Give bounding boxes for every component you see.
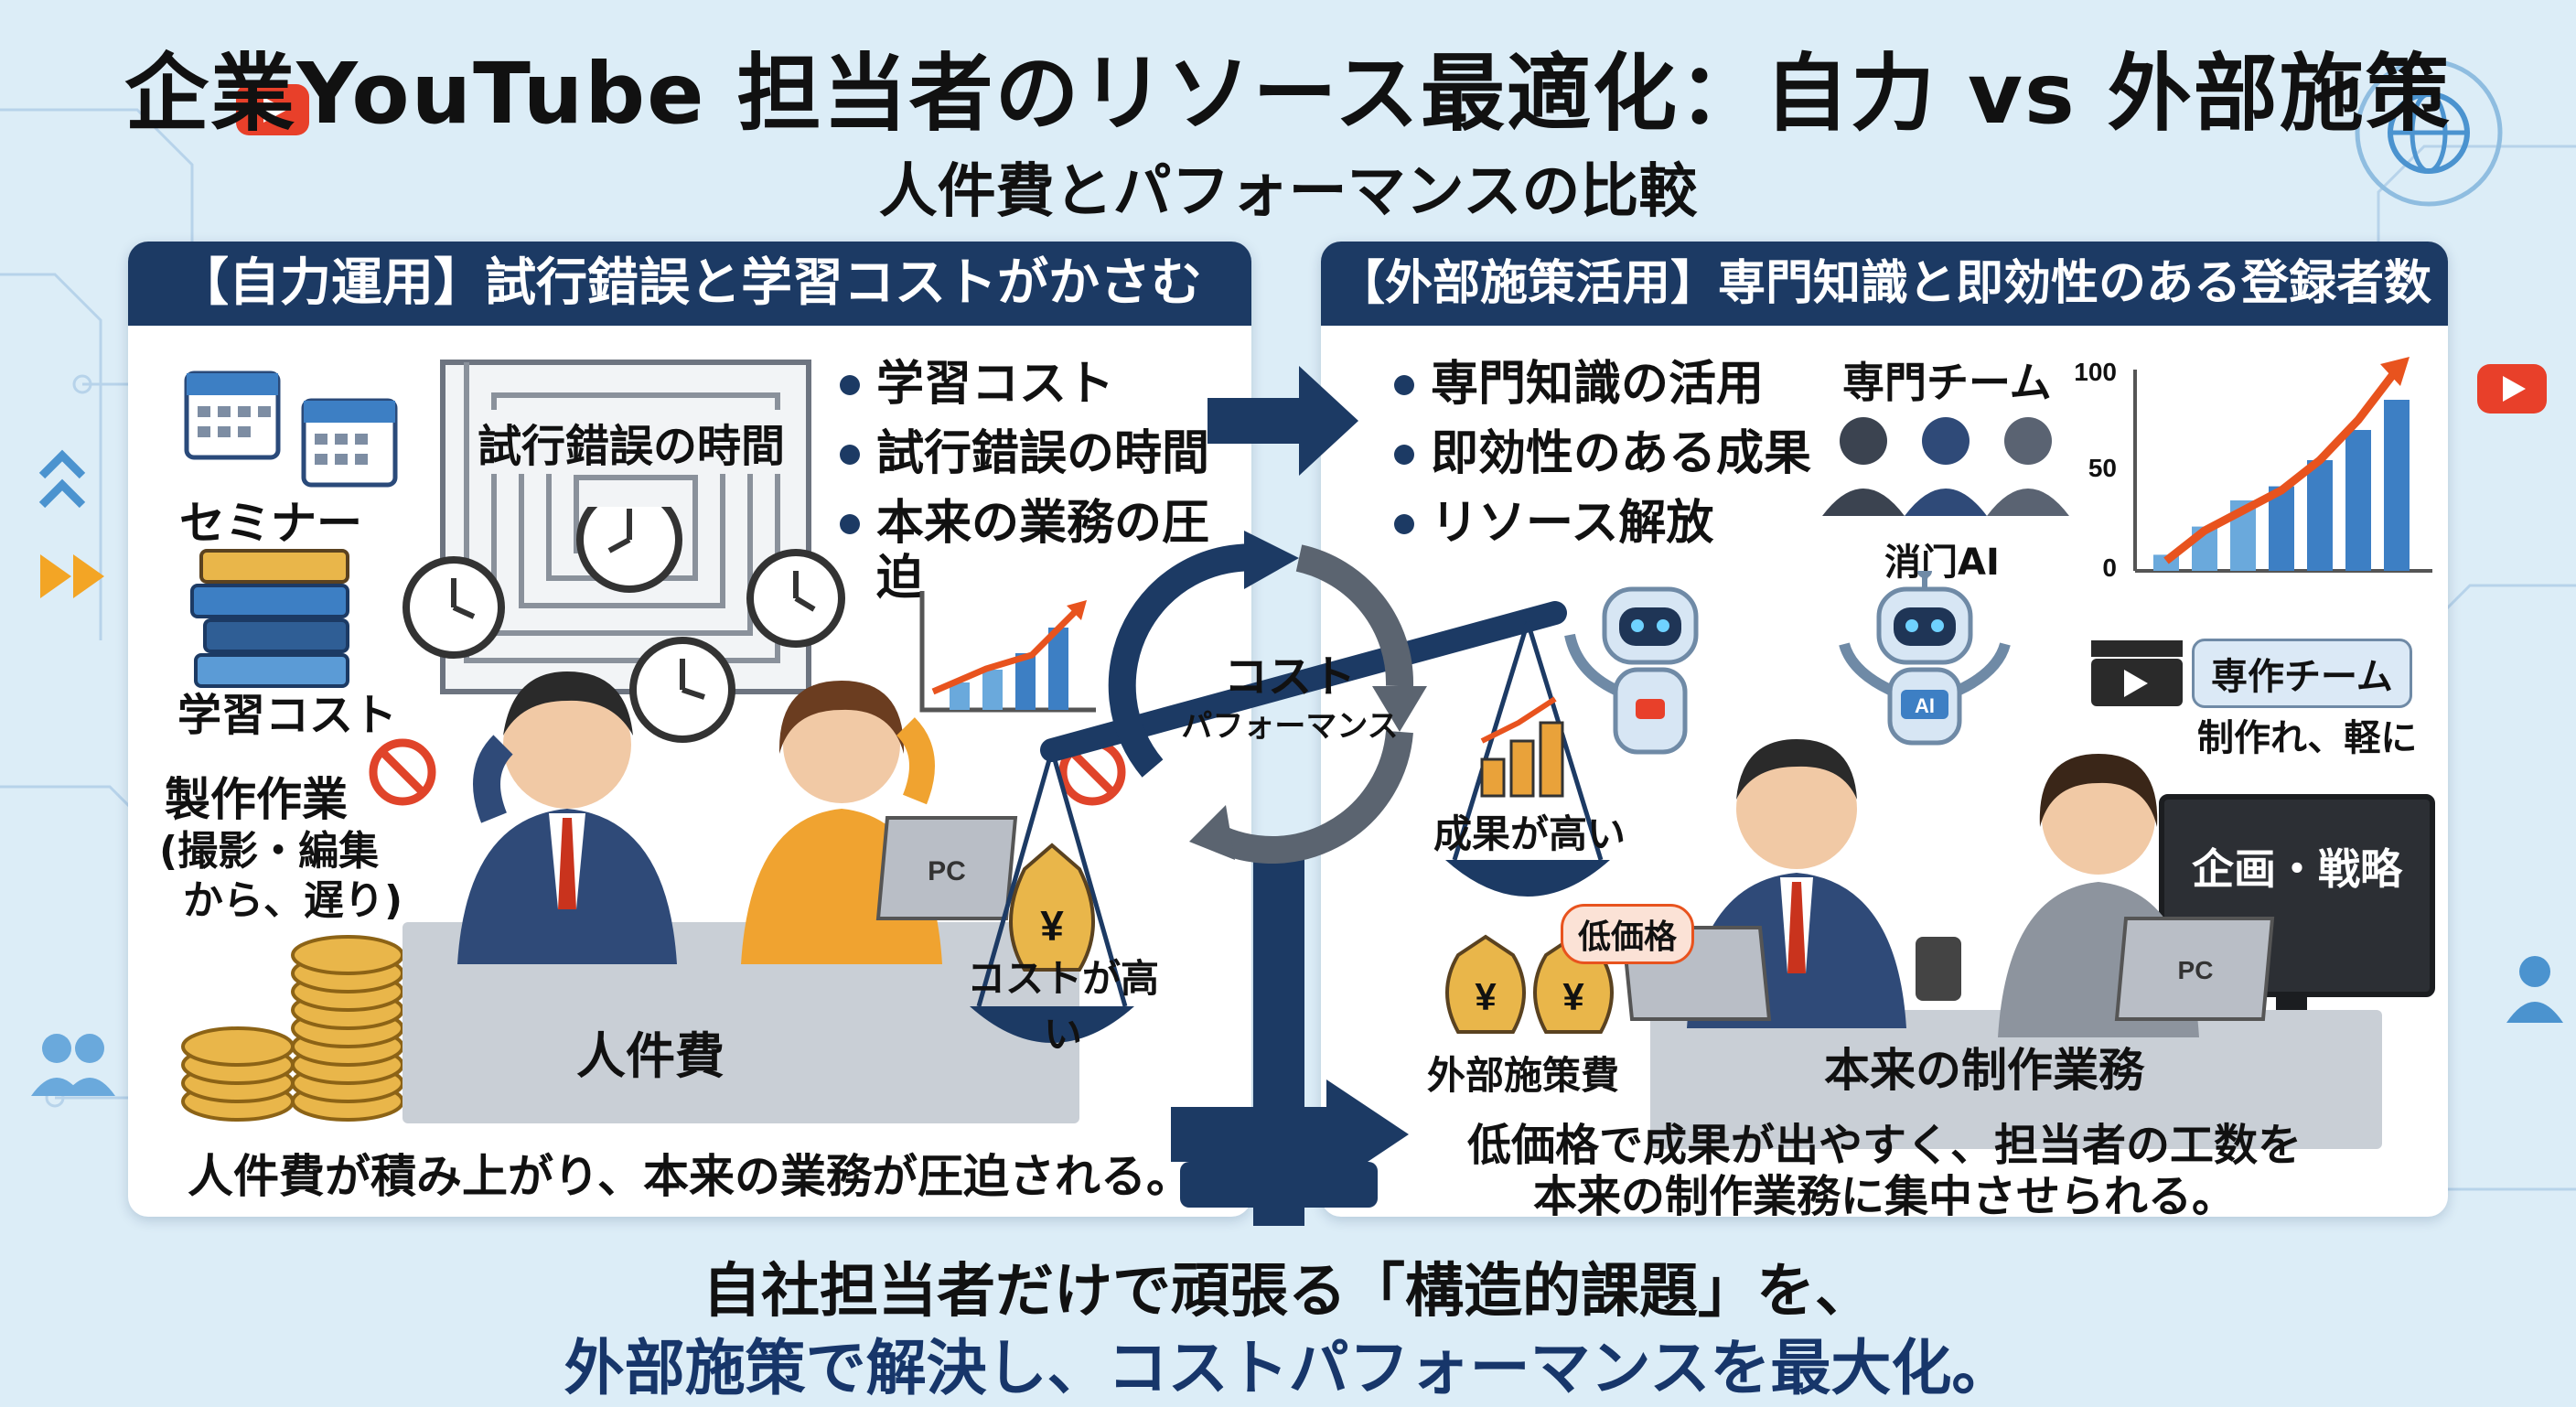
left-bullet: 本来の業務の圧迫 [840, 496, 1251, 606]
right-bullets: 専門知識の活用 即効性のある成果 リソース解放 [1394, 357, 1811, 565]
robot-badge-text: AI [1915, 694, 1935, 717]
clock-icons [402, 507, 845, 743]
chart-bar [2307, 460, 2333, 571]
speech-bubble: 専作チーム [2192, 639, 2412, 708]
globe-icon [2355, 59, 2503, 207]
right-bullet: リソース解放 [1394, 496, 1811, 551]
cycle-arrows-icon [1108, 531, 1427, 864]
left-bullets: 学習コスト 試行錯誤の時間 本来の業務の圧迫 [840, 357, 1251, 620]
right-bullet: 専門知識の活用 [1394, 357, 1811, 412]
right-footer-1: 低価格で成果が出やすく、担当者の工数を [1466, 1120, 2302, 1171]
clock-icon-2 [576, 507, 682, 593]
chart-bar [2384, 400, 2410, 571]
team-members-icon [1822, 417, 2069, 516]
chart-y-tick: 0 [2102, 553, 2117, 582]
left-panel: 【自力運用】試行錯誤と学習コストがかさむ セミナー 学習コスト 製作作業 (撮影… [128, 242, 1251, 1217]
left-bullet: 学習コスト [840, 357, 1251, 412]
chart-trend-arrowhead [2380, 357, 2410, 386]
right-panel-header: 【外部施策活用】専門知識と即効性のある登録者数増加 [1321, 242, 2448, 395]
maze-label: 試行錯誤の時間 [472, 410, 791, 474]
production-detail-2: から、遅り) [183, 877, 403, 924]
robot-icon-2: AI [1839, 571, 2011, 746]
small-growth-chart-icon [919, 591, 1096, 713]
bottom-message-2: 外部施策で解決し、コストパフォーマンスを最大化。 [564, 1333, 2012, 1403]
right-panel: 【外部施策活用】専門知識と即効性のある登録者数増加 専門知識の活用 即効性のある… [1321, 242, 2448, 1217]
yen-symbol-center: ¥ [1040, 902, 1064, 950]
speech-bubble-sub: 制作れ、軽に [2197, 717, 2418, 759]
clock-icon-4 [629, 637, 735, 743]
growth-chart: 100 50 0 [2074, 357, 2432, 582]
youtube-logo-icon [236, 84, 309, 135]
calendar-icon-2 [301, 398, 398, 488]
seminar-label: セミナー [179, 497, 362, 550]
bottom-message-1: 自社担当者だけで頑張る「構造的課題」を、 [703, 1258, 1873, 1326]
personnel-cost-label: 人件費 [576, 1027, 724, 1085]
clock-icon-3 [746, 549, 845, 648]
businessman-figure [457, 671, 677, 964]
scale-right-label: 成果が高い [1433, 811, 1626, 856]
laptop-icon: PC [875, 816, 1018, 920]
stressed-workers-illustration: PC [430, 671, 1018, 964]
pc-text: PC [928, 856, 966, 886]
team-label: 専門チーム [1842, 358, 2052, 407]
right-scale-pan [1445, 621, 1610, 897]
yen-symbol-2: ¥ [1562, 975, 1584, 1018]
ai-robots-illustration: AI [1564, 571, 2011, 755]
scale-base [1180, 1162, 1378, 1208]
core-work-label: 本来の制作業務 [1824, 1044, 2144, 1097]
laptop-icon-right: PC [2114, 917, 2275, 1021]
chart-trend-line [2163, 367, 2400, 564]
external-cost-label: 外部施策費 [1427, 1053, 1620, 1098]
youtube-logo-icon-right [2477, 364, 2547, 414]
ai-team-label: 消门AI [1884, 542, 2000, 584]
left-scale-pan [970, 749, 1134, 1043]
balance-scale: ¥ [970, 531, 1610, 1226]
chart-bar [2269, 486, 2294, 571]
right-bullet: 即効性のある成果 [1394, 426, 1811, 481]
calendar-icon [184, 371, 281, 460]
page-title: 企業YouTube 担当者のリソース最適化：自力 vs 外部施策 [124, 45, 2452, 143]
cycle-label-1: コスト [1223, 651, 1356, 703]
left-panel-header: 【自力運用】試行錯誤と学習コストがかさむ [128, 242, 1251, 326]
chart-bar [2345, 430, 2371, 571]
chart-y-tick: 50 [2088, 454, 2117, 482]
relaxed-workers-illustration: PC [1623, 739, 2275, 1037]
left-bullet: 試行錯誤の時間 [840, 426, 1251, 481]
production-label: 製作作業 [165, 773, 348, 826]
mini-bar-chart-icon [1480, 696, 1564, 798]
money-bag-icon: ¥ [1445, 934, 1526, 1034]
right-footer-2: 本来の制作業務に集中させられる。 [1532, 1171, 2236, 1217]
page-subtitle: 人件費とパフォーマンスの比較 [878, 158, 1698, 226]
pc-text-right: PC [2178, 956, 2214, 984]
clapperboard-icon [2091, 640, 2183, 706]
chart-y-tick: 100 [2074, 358, 2117, 386]
user-icon [2506, 956, 2563, 1023]
calendar-icons [184, 371, 398, 688]
study-cost-label: 学習コスト [177, 690, 398, 741]
production-detail-1: (撮影・編集 [159, 828, 380, 875]
mug-icon-right [1916, 937, 1961, 1001]
scale-left-label: コストが高い [966, 956, 1159, 1057]
yen-symbol: ¥ [1475, 975, 1497, 1018]
clock-icon [402, 556, 505, 659]
prohibited-icon [369, 738, 436, 806]
money-bag-icon-center: ¥ [1009, 843, 1095, 972]
low-price-badge: 低価格 [1561, 904, 1695, 964]
fast-forward-icon [40, 554, 104, 598]
robot-icon [1564, 586, 1699, 755]
left-footer: 人件費が積み上がり、本来の業務が圧迫される。 [188, 1150, 1192, 1203]
right-arrow-icon [1208, 366, 1358, 476]
books-icon [190, 549, 349, 688]
chevron-up-icon [38, 449, 86, 509]
monitor-label: 企画・戦略 [2192, 844, 2402, 894]
users-icon [31, 1034, 115, 1096]
cycle-label-2: パフォーマンス [1181, 708, 1399, 745]
